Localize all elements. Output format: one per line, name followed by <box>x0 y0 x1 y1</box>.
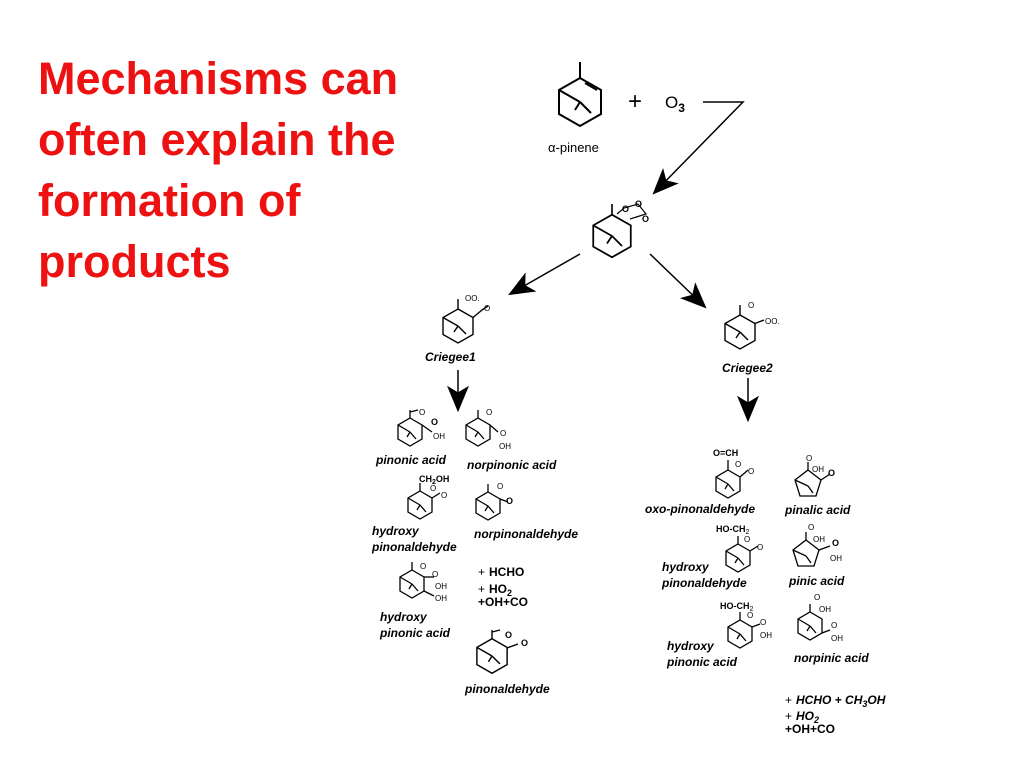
title-line-2: often explain the <box>38 114 396 165</box>
criegee2-oo: OO. <box>765 317 780 326</box>
slide-title: Mechanisms can often explain the formati… <box>38 48 458 292</box>
pinic-acid-oh2: OH <box>830 554 842 563</box>
oxo-pinonaldehyde-structure <box>715 460 749 499</box>
pinonic-acid-o: O <box>419 408 425 417</box>
norpinonaldehyde-o2: O <box>506 496 513 506</box>
arrow-to-criegee2 <box>649 253 707 309</box>
pinalic-acid-o: O <box>806 454 812 463</box>
left-hydroxy-pinonaldehyde-o2: O <box>441 491 447 500</box>
title-line-3: formation of <box>38 175 301 226</box>
pinalic-acid-label: pinalic acid <box>784 503 851 517</box>
criegee1-structure <box>442 299 489 344</box>
pinic-acid-o2: O <box>832 538 839 548</box>
ozonolysis-arrow <box>652 101 745 195</box>
pinonaldehyde-o2: O <box>521 638 528 648</box>
ozonide-o1: O <box>622 204 629 214</box>
right-byproduct-line1: +HCHO + CH3OH <box>785 693 886 709</box>
pinalic-acid-structure <box>794 462 831 497</box>
norpinonaldehyde-structure <box>475 484 509 521</box>
norpinonaldehyde-label: norpinonaldehyde <box>474 527 578 541</box>
primary-ozonide-structure <box>592 203 648 259</box>
pinic-acid-structure <box>792 532 831 567</box>
right-hydroxy-pinonic-acid-label-2: pinonic acid <box>666 655 738 669</box>
right-byproduct-line2: +HO2 <box>785 709 819 725</box>
pinonaldehyde-structure <box>476 629 519 675</box>
criegee2-structure <box>724 305 765 350</box>
left-hydroxy-pinonic-acid-oh1: OH <box>435 582 447 591</box>
pinic-acid-o: O <box>808 523 814 532</box>
criegee1-label: Criegee1 <box>425 350 476 364</box>
left-hydroxy-pinonic-acid-label-1: hydroxy <box>380 610 428 624</box>
norpinic-acid-o: O <box>814 593 820 602</box>
alpha-pinene-label: α-pinene <box>548 140 599 155</box>
criegee1-o: O <box>484 304 490 313</box>
pinic-acid-label: pinic acid <box>788 574 845 588</box>
criegee2-o: O <box>748 301 754 310</box>
right-hydroxy-pinonaldehyde-hoch2: HO-CH2 <box>716 524 750 536</box>
left-hydroxy-pinonic-acid-o: O <box>420 562 426 571</box>
right-hydroxy-pinonaldehyde-o2: O <box>757 543 763 552</box>
pinic-acid-oh: OH <box>813 535 825 544</box>
pinonic-acid-o2: O <box>431 417 438 427</box>
right-hydroxy-pinonaldehyde-o: O <box>744 535 750 544</box>
left-hydroxy-pinonic-acid-o2: O <box>432 570 438 579</box>
norpinic-acid-label: norpinic acid <box>794 651 869 665</box>
ozonide-o3: O <box>642 214 649 224</box>
ozonide-o2: O <box>635 199 642 209</box>
pinonic-acid-label: pinonic acid <box>375 453 447 467</box>
right-hydroxy-pinonic-acid-o: O <box>747 611 753 620</box>
right-hydroxy-pinonic-acid-o2: O <box>760 618 766 627</box>
left-hydroxy-pinonaldehyde-label-2: pinonaldehyde <box>371 540 457 554</box>
left-hydroxy-pinonaldehyde-label-1: hydroxy <box>372 524 420 538</box>
right-hydroxy-pinonaldehyde-structure <box>725 536 759 573</box>
left-hydroxy-pinonic-acid-oh2: OH <box>435 594 447 603</box>
title-line-4: products <box>38 236 231 287</box>
pinonaldehyde-o: O <box>505 630 512 640</box>
pinonic-acid-oh: OH <box>433 432 445 441</box>
left-hydroxy-pinonic-acid-label-2: pinonic acid <box>379 626 451 640</box>
left-hydroxy-pinonaldehyde-o: O <box>430 484 436 493</box>
left-byproduct-ho2: +HO2 <box>478 582 512 598</box>
arrow-to-criegee1 <box>508 253 581 296</box>
right-hydroxy-pinonic-acid-structure <box>727 612 761 649</box>
norpinonic-acid-o2: O <box>500 429 506 438</box>
right-hydroxy-pinonic-acid-oh: OH <box>760 631 772 640</box>
oxo-pinonaldehyde-o: O <box>735 460 741 469</box>
right-hydroxy-pinonic-acid-hoch2: HO-CH2 <box>720 601 754 613</box>
norpinic-acid-o2: O <box>831 621 837 630</box>
left-hydroxy-pinonic-acid-structure <box>399 562 435 599</box>
right-hydroxy-pinonaldehyde-label-2: pinonaldehyde <box>661 576 747 590</box>
left-byproduct-ohco: +OH+CO <box>478 595 528 609</box>
alpha-pinene-structure <box>558 62 602 127</box>
norpinonic-acid-label: norpinonic acid <box>467 458 557 472</box>
norpinic-acid-oh: OH <box>819 605 831 614</box>
left-byproduct-hcho: +HCHO <box>478 565 524 579</box>
pinalic-acid-oh: OH <box>812 465 824 474</box>
oxo-pinonaldehyde-o2: O <box>748 467 754 476</box>
right-hydroxy-pinonic-acid-label-1: hydroxy <box>667 639 715 653</box>
pinalic-acid-o2: O <box>828 468 835 478</box>
norpinic-acid-oh2: OH <box>831 634 843 643</box>
right-hydroxy-pinonaldehyde-label-1: hydroxy <box>662 560 710 574</box>
oxo-pinonaldehyde-label: oxo-pinonaldehyde <box>645 502 755 516</box>
title-line-1: Mechanisms can <box>38 53 399 104</box>
criegee1-oo: OO. <box>465 294 480 303</box>
norpinonic-acid-structure <box>465 410 499 447</box>
left-hydroxy-pinonaldehyde-ch2oh: CH2OH <box>419 474 449 486</box>
reaction-plus: + <box>628 88 642 115</box>
norpinonaldehyde-o: O <box>497 482 503 491</box>
norpinonic-acid-o: O <box>486 408 492 417</box>
norpinonic-acid-oh: OH <box>499 442 511 451</box>
oxo-pinonaldehyde-och: O=CH <box>713 448 738 458</box>
pinonic-acid-structure <box>397 409 433 447</box>
pinonaldehyde-label: pinonaldehyde <box>464 682 550 696</box>
ozone-label: O3 <box>665 93 685 115</box>
left-hydroxy-pinonaldehyde-structure <box>407 483 441 520</box>
norpinic-acid-structure <box>797 604 831 641</box>
right-byproduct-line3: +OH+CO <box>785 722 835 736</box>
criegee2-label: Criegee2 <box>722 361 773 375</box>
